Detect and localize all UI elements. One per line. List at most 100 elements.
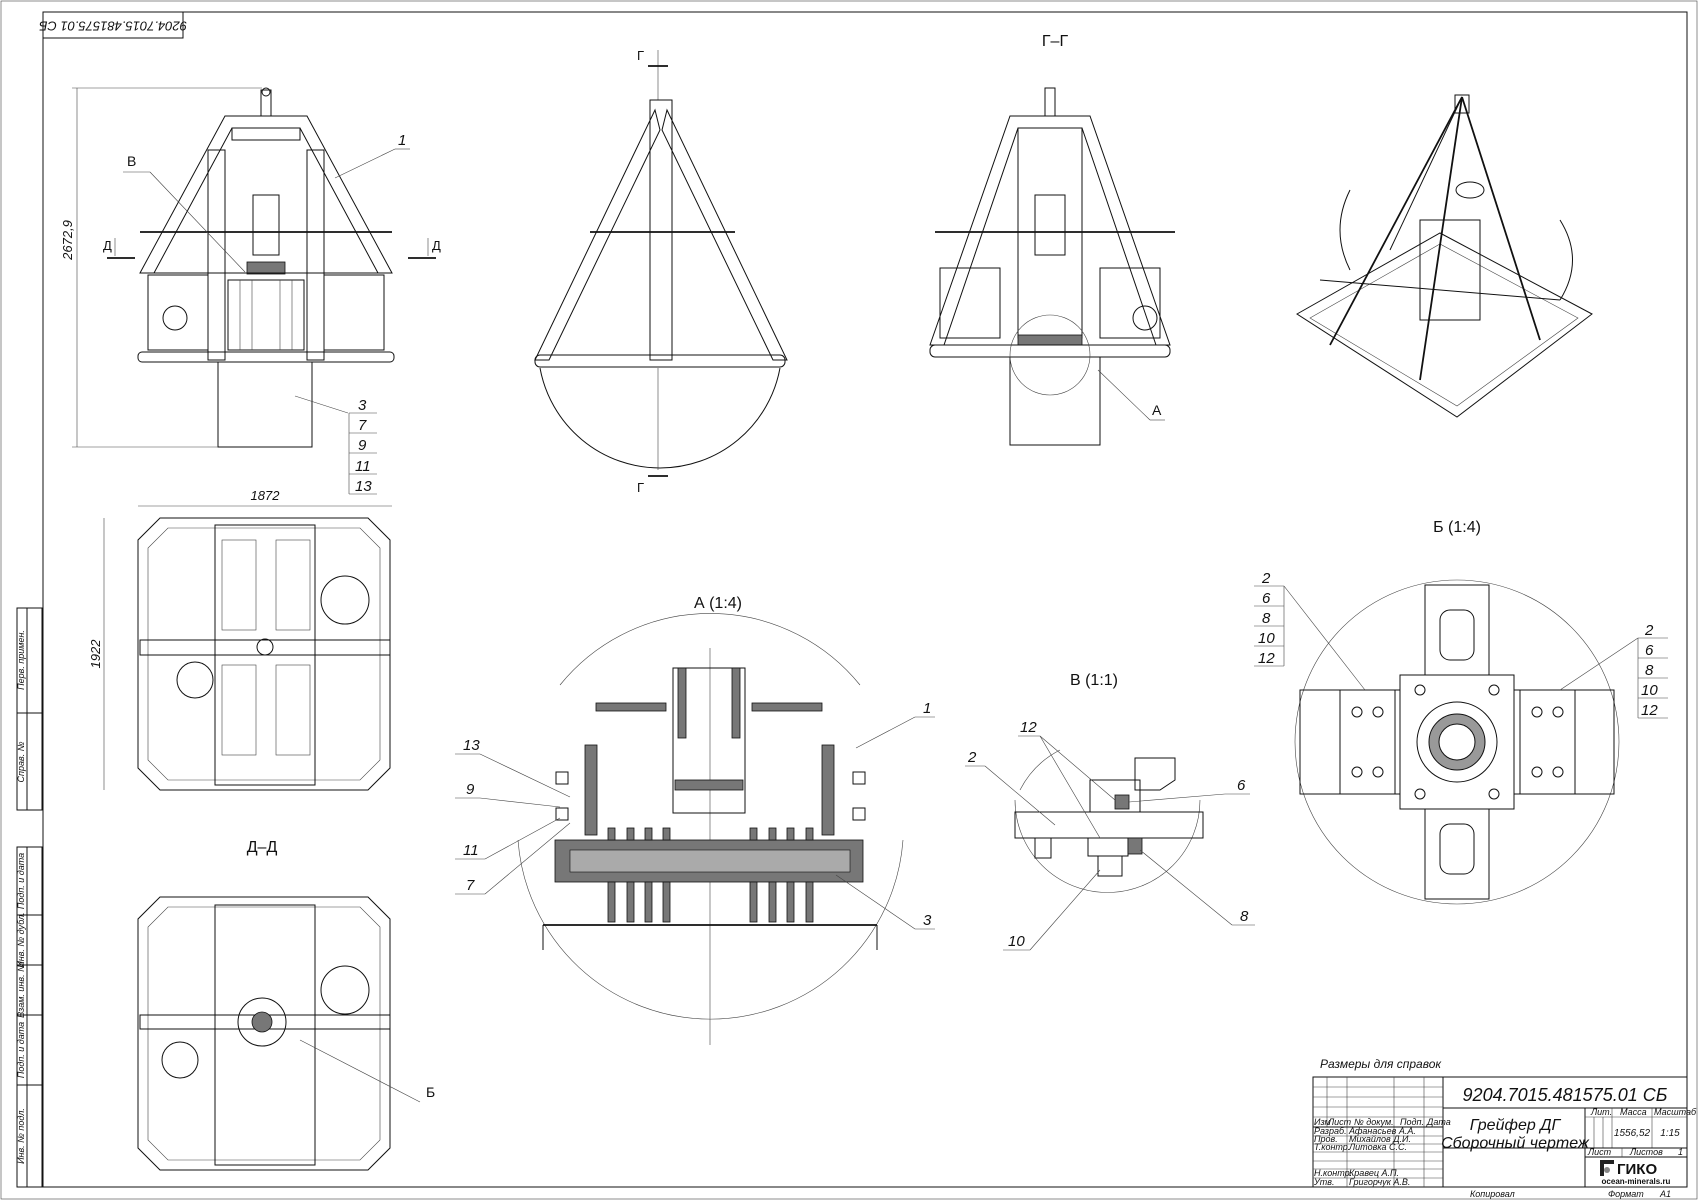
- callout-stack-item: 8: [1262, 610, 1271, 627]
- plan-view: 1872 1922: [88, 488, 392, 791]
- callout-1: 1: [398, 132, 406, 149]
- title-block: Размеры для справок Изм Лист № докум. По…: [1312, 1057, 1697, 1199]
- callout-stack-item: 13: [355, 478, 372, 495]
- callout-stack-item: 2: [1261, 570, 1271, 587]
- section-gg-view: Г–Г А: [929, 33, 1175, 446]
- detail-a-callout-7: 7: [466, 877, 475, 894]
- person-name: Михайлов Д.И.: [1349, 1134, 1411, 1144]
- sheet-label: Лист: [1587, 1147, 1612, 1157]
- company-logo: ГИКО ocean-minerals.ru: [1600, 1160, 1671, 1186]
- logo-text: ГИКО: [1617, 1161, 1657, 1178]
- margin-label: Подп. и дата: [16, 1022, 26, 1078]
- person-name: Кравец А.П.: [1349, 1168, 1399, 1178]
- person-name: Литовка С.С.: [1348, 1142, 1407, 1152]
- detail-mark-v: В: [127, 153, 136, 169]
- callout-stack-item: 2: [1644, 622, 1654, 639]
- side-view: Г Г: [534, 48, 788, 495]
- role-label: Н.контр.: [1314, 1168, 1352, 1178]
- detail-v-title: В (1:1): [1070, 672, 1118, 689]
- detail-b-title: Б (1:4): [1433, 519, 1481, 536]
- section-mark-top: Г: [637, 48, 644, 63]
- detail-b-left-stack: 2 6 8 10 12: [1254, 570, 1366, 691]
- margin-label: Взам. инв. №: [16, 962, 26, 1018]
- section-dd-title: Д–Д: [247, 839, 278, 856]
- detail-a-teeth: [607, 827, 814, 923]
- logo-dot-icon: [1604, 1167, 1610, 1173]
- reference-dimensions-note: Размеры для справок: [1320, 1057, 1442, 1071]
- scale-value: 1:15: [1660, 1128, 1680, 1139]
- mass-value: 1556,52: [1614, 1128, 1651, 1139]
- header-cell: Подп.: [1400, 1117, 1424, 1127]
- callout-stack-item: 6: [1645, 642, 1654, 659]
- detail-b-view: Б (1:4) 2 6 8 10 12: [1254, 519, 1668, 905]
- header-cell: Изм: [1314, 1117, 1331, 1127]
- section-mark-bottom: Г: [637, 480, 644, 495]
- detail-v-callout-2: 2: [967, 749, 977, 766]
- detail-a-callout-11: 11: [463, 842, 479, 859]
- sheets-label: Листов: [1629, 1147, 1663, 1157]
- detail-a-view: А (1:4) 13 9 11 7 1: [455, 595, 935, 1045]
- margin-label: Подп. и дата: [16, 853, 26, 909]
- drawing-name: Грейфер ДГ: [1470, 1117, 1562, 1134]
- sheets-value: 1: [1678, 1147, 1683, 1157]
- detail-v-callout-12: 12: [1020, 719, 1037, 736]
- drawing-type: Сборочный чертеж: [1441, 1135, 1590, 1152]
- section-mark-left: Д: [103, 238, 112, 253]
- margin-label: Инв. № дубл.: [16, 912, 26, 967]
- section-mark-right: Д: [432, 238, 441, 253]
- detail-v-callout-8: 8: [1240, 908, 1249, 925]
- logo-site: ocean-minerals.ru: [1602, 1177, 1671, 1186]
- callout-stack-item: 6: [1262, 590, 1271, 607]
- callout-stack-item: 3: [358, 397, 367, 414]
- person-name: Афанасьев А.А.: [1348, 1126, 1416, 1136]
- role-label: Утв.: [1313, 1177, 1334, 1187]
- isometric-view: [1296, 94, 1593, 418]
- detail-v-callout-6: 6: [1237, 777, 1246, 794]
- drawing-frame: [42, 11, 1688, 1188]
- margin-label: Перв. примен.: [16, 630, 26, 690]
- detail-a-callout-13: 13: [463, 737, 480, 754]
- callout-stack-item: 9: [358, 437, 367, 454]
- role-label: Т.контр.: [1314, 1142, 1350, 1152]
- detail-a-callout-1: 1: [923, 700, 931, 717]
- detail-b-right-stack: 2 6 8 10 12: [1559, 622, 1668, 719]
- copied-label: Копировал: [1470, 1189, 1515, 1199]
- dimension-width: 1872: [251, 488, 281, 503]
- person-name: Григорчук А.В.: [1349, 1177, 1410, 1187]
- detail-a-title: А (1:4): [694, 595, 742, 612]
- scale-label: Масштаб: [1654, 1107, 1697, 1117]
- dimension-height: 2672,9: [60, 220, 75, 261]
- drawing-designation: 9204.7015.481575.01 СБ: [1463, 1085, 1668, 1105]
- stamp-designation: 9204.7015.481575.01 СБ: [38, 19, 187, 34]
- mass-label: Масса: [1620, 1107, 1647, 1117]
- callout-stack-item: 12: [1641, 702, 1658, 719]
- detail-mark-a: А: [1152, 402, 1162, 418]
- dimension-plan-depth: 1922: [88, 639, 103, 669]
- margin-label: Инв. № подл.: [16, 1108, 26, 1164]
- detail-mark-b: Б: [426, 1084, 435, 1100]
- callout-stack-item: 7: [358, 417, 367, 434]
- section-dd-view: Д–Д Б: [137, 839, 435, 1171]
- format-label: Формат: [1608, 1189, 1644, 1199]
- header-cell: Дата: [1426, 1117, 1451, 1127]
- section-gg-title: Г–Г: [1042, 33, 1069, 50]
- header-cell: Лист: [1327, 1117, 1352, 1127]
- callout-stack-item: 10: [1641, 682, 1658, 699]
- role-label: Пров.: [1314, 1134, 1338, 1144]
- header-cell: № докум.: [1354, 1117, 1394, 1127]
- left-margin-table: Перв. примен. Справ. № Подп. и дата Инв.…: [16, 607, 43, 1188]
- detail-a-callout-3: 3: [923, 912, 932, 929]
- role-label: Разраб.: [1314, 1126, 1347, 1136]
- callout-stack-item: 12: [1258, 650, 1275, 667]
- callout-stack-item: 11: [355, 458, 371, 475]
- detail-v-callout-10: 10: [1008, 933, 1025, 950]
- lit-label: Лит.: [1590, 1107, 1612, 1117]
- callout-stack-item: 10: [1258, 630, 1275, 647]
- format-value: A1: [1659, 1189, 1671, 1199]
- margin-label: Справ. №: [16, 741, 26, 782]
- detail-v-view: В (1:1) 12 2 6 8 10: [965, 672, 1255, 951]
- detail-a-callout-9: 9: [466, 781, 475, 798]
- callout-stack-item: 8: [1645, 662, 1654, 679]
